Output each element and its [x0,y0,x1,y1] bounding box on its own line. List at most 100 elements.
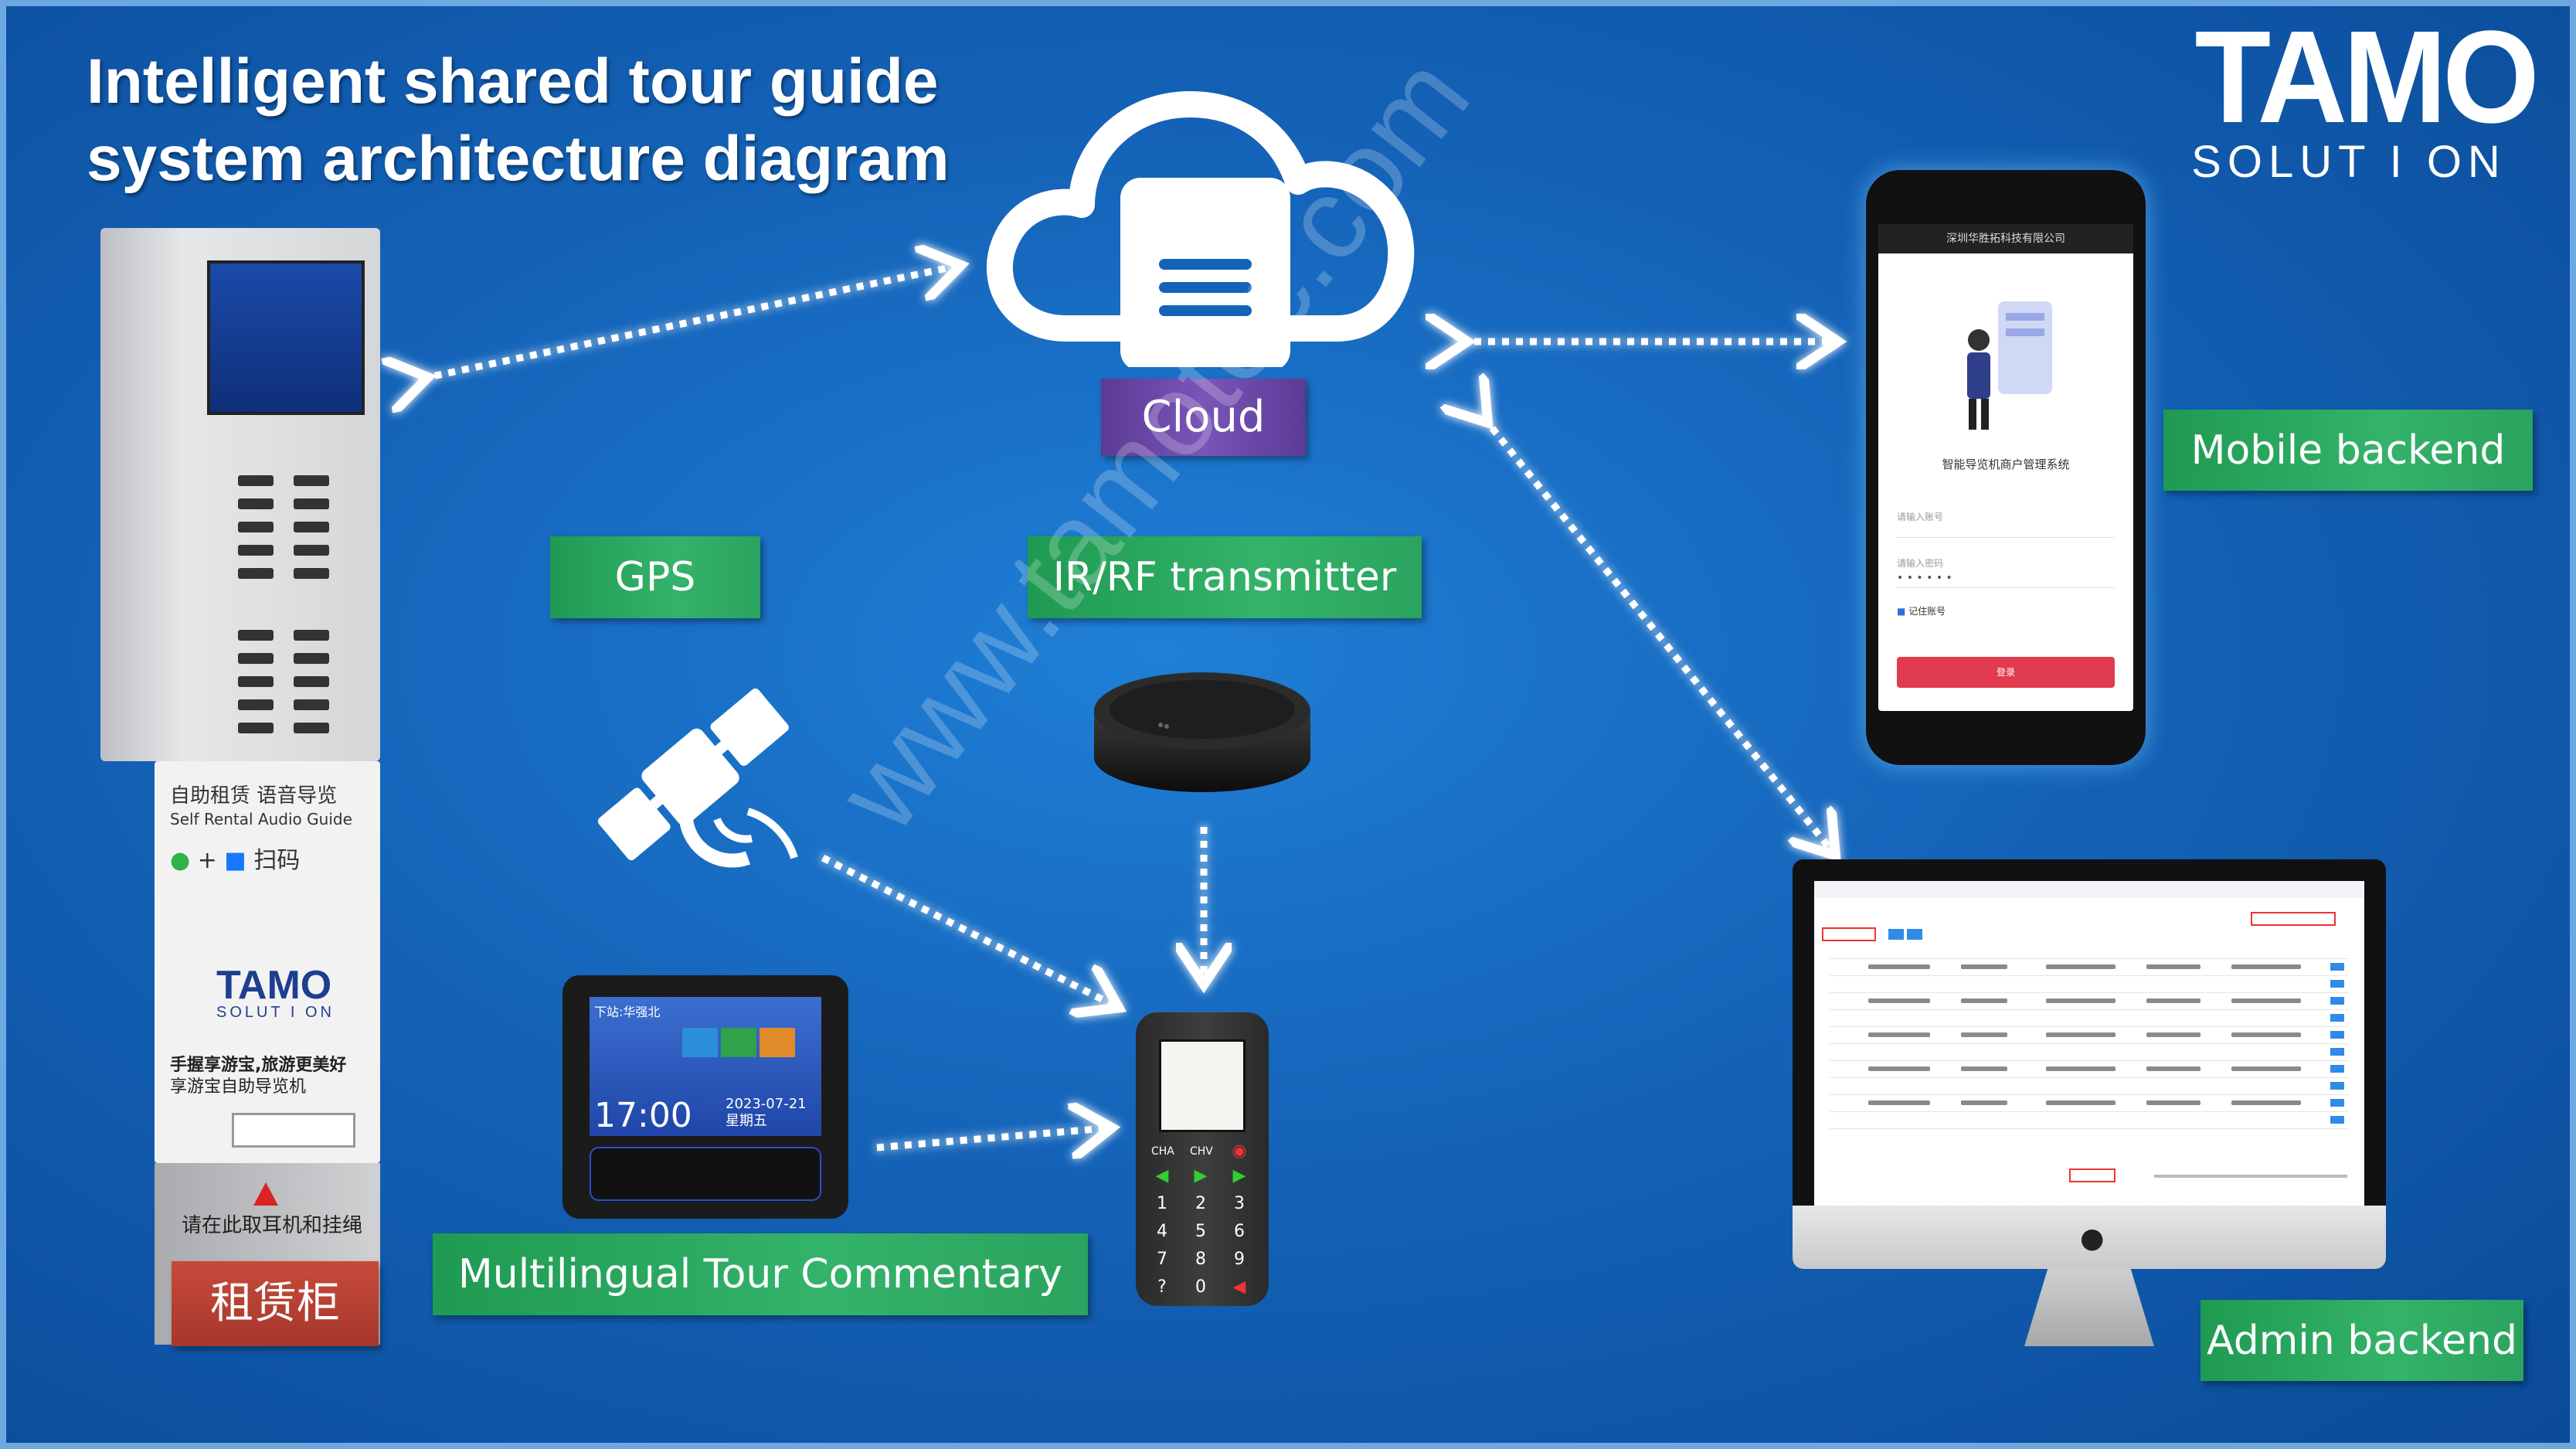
cabinet-self-rental-en: Self Rental Audio Guide [170,810,352,828]
table-cell [1961,1066,2007,1071]
admin-toolbar [1814,881,2364,898]
table-cell [2231,964,2301,969]
edit-button[interactable] [2330,1099,2344,1107]
illustration-icon [1967,301,2052,430]
table-row [1830,1060,2349,1061]
transmitter-device-icon [1094,672,1310,792]
drawer [238,522,274,532]
cabinet-panel-text: 自助租赁 语音导览 Self Rental Audio Guide ● + ■ … [170,784,352,872]
drawer [238,676,274,687]
drawer [238,630,274,641]
key-2[interactable]: 2 [1195,1194,1206,1213]
edit-button[interactable] [2330,963,2344,971]
login-button[interactable]: 登录 [1897,657,2115,688]
prev-icon[interactable]: ◀ [1155,1166,1169,1185]
key-1[interactable]: 1 [1157,1194,1167,1213]
wechat-icon: ● [170,847,191,874]
title-line-1: Intelligent shared tour guide [87,46,939,117]
table-cell [2146,1100,2200,1105]
label-mobile: Mobile backend [2163,410,2533,491]
key-chv[interactable]: CHV [1190,1145,1213,1158]
table-cell [1868,1032,1930,1037]
reset-button[interactable] [1907,929,1922,940]
monitor-stand [2024,1269,2154,1346]
phone-system-title: 智能导览机商户管理系统 [1942,457,2070,471]
apple-logo-icon: ● [2080,1223,2105,1254]
page-title: Intelligent shared tour guide system arc… [87,43,950,198]
cabinet-upper [100,228,380,761]
key-5[interactable]: 5 [1195,1222,1206,1241]
commentary-screen: 下站:华强北 17:00 2023-07-21 星期五 [590,997,821,1136]
key-4[interactable]: 4 [1157,1222,1167,1241]
pagination[interactable] [2154,1175,2347,1178]
drawer [294,653,329,664]
play-icon[interactable]: ▶ [1232,1166,1246,1185]
key-9[interactable]: 9 [1234,1250,1245,1269]
table-cell [2046,1100,2116,1105]
admin-monitor: ● [1793,859,2386,1354]
edit-button[interactable] [2330,1065,2344,1073]
account-field[interactable] [1897,537,2115,538]
key-0[interactable]: 0 [1195,1277,1206,1297]
cabinet-brand-sub: SOLUT I ON [216,1004,335,1021]
key-8[interactable]: 8 [1195,1250,1206,1269]
drawer [294,498,329,509]
label-transmitter: IR/RF transmitter [1028,536,1422,618]
table-row [1830,1009,2349,1010]
admin-date-box [2251,912,2336,926]
phone-screen: 深圳华胜拓科技有限公司 智能导览机商户管理系统 请输入账号 请输入密码 • • … [1878,224,2133,711]
key-6[interactable]: 6 [1234,1222,1245,1241]
table-cell [1868,1066,1930,1071]
monitor-body: ● [1793,859,2386,1269]
table-cell [2046,964,2116,969]
edit-button[interactable] [2330,1031,2344,1039]
cabinet-self-rental-cn: 自助租赁 语音导览 [170,784,338,808]
commentary-keypad[interactable] [590,1147,821,1201]
logo-subtext: SOLUT I ON [2191,137,2506,187]
table-cell [2046,1032,2116,1037]
table-cell [2231,1100,2301,1105]
table-row [1830,958,2349,959]
password-field[interactable] [1897,587,2115,588]
table-row [1830,1026,2349,1027]
arrow-gps-handheld [821,854,1113,1005]
drawer [238,568,274,579]
phone-remember[interactable]: ■ 记住账号 [1897,604,1946,617]
arrow-tablet-handheld [876,1128,1105,1148]
cabinet-scan: ● + ■ 扫码 [170,847,301,874]
table-cell [2046,1066,2116,1071]
drawer [238,545,274,556]
mobile-phone: 深圳华胜拓科技有限公司 智能导览机商户管理系统 请输入账号 请输入密码 • • … [1866,170,2146,765]
label-admin: Admin backend [2200,1300,2523,1381]
key-7[interactable]: 7 [1157,1250,1167,1269]
table-cell [1961,1032,2007,1037]
table-cell [2231,998,2301,1003]
edit-button[interactable] [2330,1082,2344,1090]
search-button[interactable] [1888,929,1904,940]
label-cabinet: 租赁柜 [172,1261,379,1346]
drawer [238,653,274,664]
key-3[interactable]: 3 [1234,1194,1245,1213]
table-row [1830,1077,2349,1078]
edit-button[interactable] [2330,1048,2344,1056]
table-row [1830,992,2349,993]
edit-button[interactable] [2330,980,2344,988]
drawer [294,723,329,733]
key-cha[interactable]: CHA [1151,1145,1174,1158]
table-row [1830,1128,2349,1129]
cabinet-slogan-2: 享游宝自助导览机 [170,1077,307,1097]
edit-button[interactable] [2330,1116,2344,1124]
cabinet-scan-text: 扫码 [253,847,301,874]
commentary-time: 17:00 [594,1096,692,1135]
drawer [294,522,329,532]
key-question[interactable]: ? [1157,1277,1167,1297]
volume-icon[interactable]: ◀ [1232,1277,1246,1297]
table-row [1830,1043,2349,1044]
power-icon[interactable]: ◉ [1232,1141,1247,1161]
phone-remember-text: 记住账号 [1908,606,1946,617]
edit-button[interactable] [2330,997,2344,1005]
table-cell [2146,1066,2200,1071]
logo-text: TAMO [2194,4,2540,151]
edit-button[interactable] [2330,1014,2344,1022]
next-icon[interactable]: ▶ [1194,1166,1208,1185]
